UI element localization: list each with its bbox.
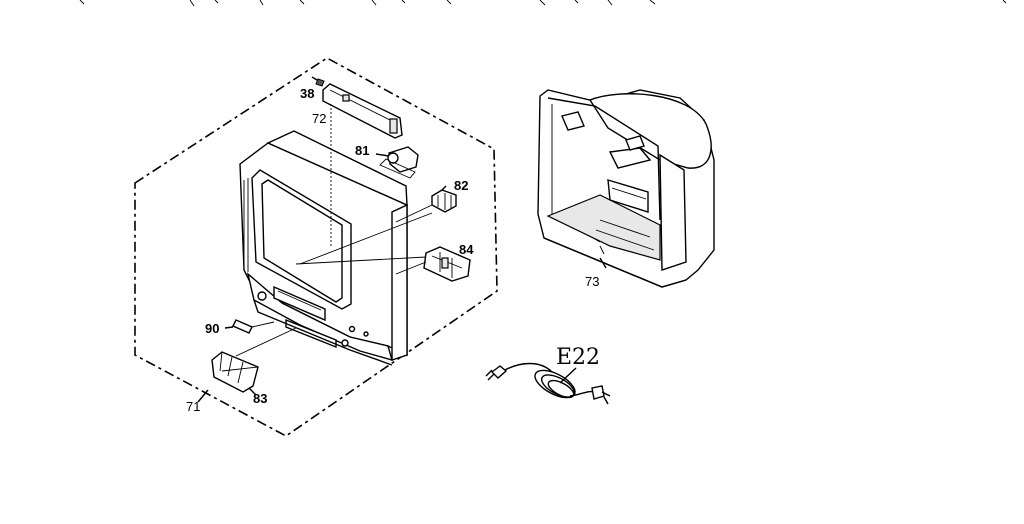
part-83-buttons [211, 327, 297, 396]
front-cabinet [239, 130, 408, 366]
label-83: 83 [253, 391, 267, 406]
label-73: 73 [585, 274, 599, 289]
label-71: 71 [186, 399, 200, 414]
label-81: 81 [355, 143, 369, 158]
label-82: 82 [454, 178, 468, 193]
label-e22: E22 [556, 345, 600, 370]
part-81-socket [375, 146, 419, 179]
leader-to-82 [299, 212, 433, 265]
part-38-screw [311, 76, 325, 87]
power-cord-e22 [485, 362, 611, 405]
label-90: 90 [205, 321, 219, 336]
assembly-boundary-71 [134, 57, 498, 437]
label-38: 38 [300, 86, 314, 101]
part-84-bracket [395, 246, 471, 282]
label-84: 84 [459, 242, 474, 257]
part-72-bracket [322, 83, 403, 248]
top-edge-marks [79, 0, 1007, 7]
part-82-bracket [395, 185, 457, 223]
part-90-rod [224, 319, 275, 334]
label-72: 72 [312, 111, 326, 126]
leader-73 [599, 257, 607, 269]
rear-cabinet-73 [537, 89, 715, 288]
leader-to-84 [295, 256, 427, 265]
leader-71 [197, 389, 209, 403]
